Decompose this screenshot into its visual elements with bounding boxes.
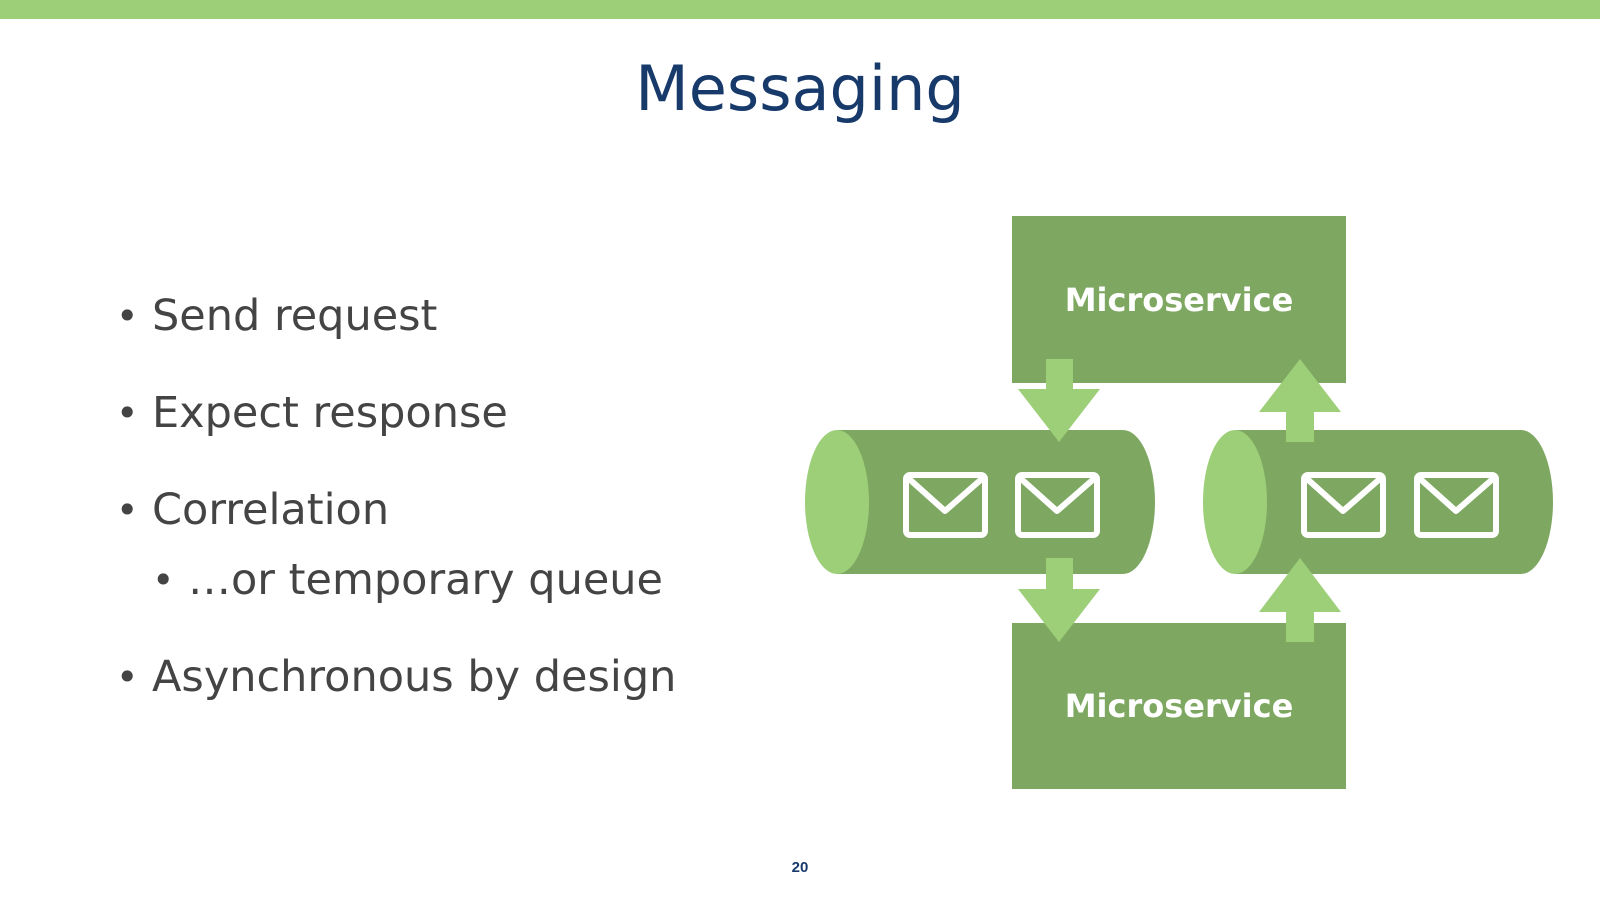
bullet-text: Correlation — [152, 485, 390, 535]
bullet-dot: • — [116, 655, 139, 699]
right-queue-cylinder — [1203, 430, 1553, 574]
bottom-microservice-box — [1012, 623, 1346, 789]
bullet-item: • Send request — [116, 288, 756, 344]
arrow-up-icon — [1259, 359, 1341, 442]
sub-bullet-text: …or temporary queue — [188, 555, 663, 605]
bullet-text: Send request — [152, 291, 438, 341]
bullet-list: • Send request • Expect response • Corre… — [116, 288, 756, 746]
sub-bullet-item: • …or temporary queue — [116, 552, 756, 608]
top-accent-bar — [0, 0, 1600, 19]
bullet-text: Expect response — [152, 388, 508, 438]
envelope-icon — [1015, 472, 1100, 538]
envelope-icon — [1414, 472, 1499, 538]
bullet-dot: • — [116, 294, 139, 338]
slide-title: Messaging — [635, 52, 965, 125]
arrow-down-icon — [1018, 558, 1100, 642]
left-queue-cylinder — [805, 430, 1155, 574]
bullet-text: Asynchronous by design — [152, 652, 677, 702]
envelope-icon — [903, 472, 988, 538]
top-microservice-box — [1012, 216, 1346, 383]
bullet-item: • Correlation — [116, 482, 756, 538]
page-number: 20 — [791, 859, 809, 876]
arrow-up-icon — [1259, 558, 1341, 642]
bullet-item: • Asynchronous by design — [116, 649, 756, 705]
bullet-dot: • — [116, 391, 139, 435]
bullet-dot: • — [116, 488, 139, 532]
envelope-icon — [1301, 472, 1386, 538]
bottom-microservice-label: Microservice — [1065, 687, 1294, 725]
arrow-down-icon — [1018, 359, 1100, 442]
top-microservice-label: Microservice — [1065, 281, 1294, 319]
bullet-dot: • — [152, 558, 175, 602]
bullet-item: • Expect response — [116, 385, 756, 441]
